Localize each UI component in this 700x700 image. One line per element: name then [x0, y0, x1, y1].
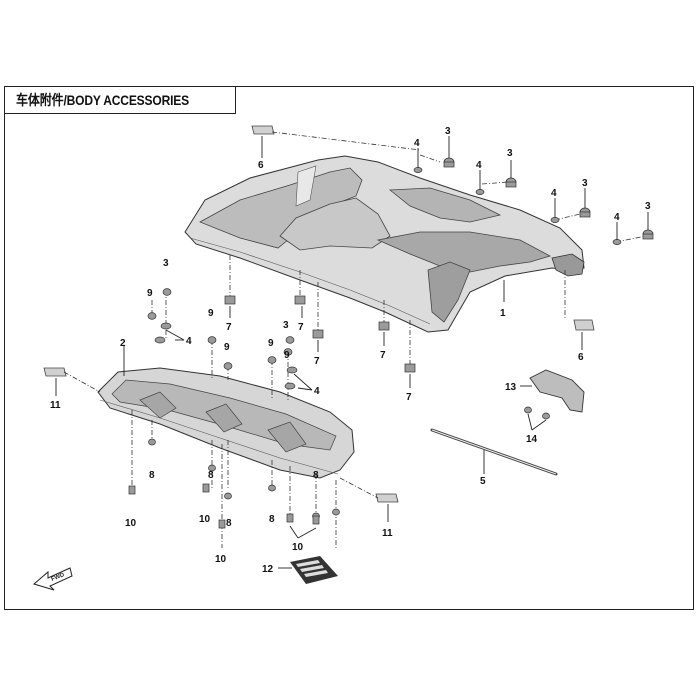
- grille-12: [290, 556, 338, 584]
- pad-6-right: [573, 319, 595, 331]
- callout-4: 4: [551, 188, 557, 199]
- callout-8: 8: [226, 518, 232, 529]
- callout-7: 7: [314, 356, 320, 367]
- callout-1: 1: [500, 308, 506, 319]
- callout-3: 3: [163, 258, 169, 269]
- callout-6: 6: [578, 352, 584, 363]
- callout-6: 6: [258, 160, 264, 171]
- fwd-label: FWD: [51, 572, 67, 583]
- callout-11: 11: [50, 400, 61, 411]
- callout-14: 14: [526, 434, 538, 445]
- callout-3: 3: [645, 201, 651, 212]
- assembly-lines: [63, 131, 647, 548]
- callout-9: 9: [284, 350, 290, 361]
- callout-9: 9: [224, 342, 230, 353]
- callout-7: 7: [406, 392, 412, 403]
- callout-9: 9: [147, 288, 153, 299]
- callout-labels: 1 2 3 3 3 3 3 3 4 4 4 4 4 4 5 6 6 7 7 7 …: [50, 126, 651, 575]
- callout-8: 8: [208, 470, 214, 481]
- callout-3: 3: [582, 178, 588, 189]
- bracket-13: [529, 369, 585, 413]
- diagram-frame: [4, 86, 694, 610]
- callout-7: 7: [298, 322, 304, 333]
- callout-10: 10: [215, 554, 227, 565]
- pad-6-top: [251, 125, 275, 135]
- callout-3: 3: [283, 320, 289, 331]
- leader-lines: [55, 136, 649, 569]
- callout-13: 13: [505, 382, 517, 393]
- callout-9: 9: [268, 338, 274, 349]
- callout-11: 11: [382, 528, 393, 539]
- callout-2: 2: [120, 338, 126, 349]
- callout-3: 3: [507, 148, 513, 159]
- callout-10: 10: [125, 518, 137, 529]
- pad-11-left: [43, 367, 67, 377]
- rear-body-cover: [184, 155, 585, 333]
- title-box: [4, 86, 236, 114]
- callout-9: 9: [208, 308, 214, 319]
- callout-5: 5: [480, 476, 486, 487]
- callout-7: 7: [226, 322, 232, 333]
- callout-10: 10: [292, 542, 304, 553]
- callout-7: 7: [380, 350, 386, 361]
- front-storage-tray: [97, 367, 355, 479]
- callout-10: 10: [199, 514, 211, 525]
- callout-8: 8: [269, 514, 275, 525]
- callout-4: 4: [314, 386, 320, 397]
- callout-4: 4: [476, 160, 482, 171]
- callout-4: 4: [614, 212, 620, 223]
- pad-11-right: [375, 493, 399, 503]
- callout-12: 12: [262, 564, 274, 575]
- callout-3: 3: [445, 126, 451, 137]
- callout-4: 4: [414, 138, 420, 149]
- callout-4: 4: [186, 336, 192, 347]
- fwd-arrow-icon: FWD: [32, 567, 73, 591]
- fasteners: [128, 157, 654, 529]
- diagram-title: 车体附件/BODY ACCESSORIES: [16, 92, 190, 108]
- callout-8: 8: [313, 470, 319, 481]
- callout-8: 8: [149, 470, 155, 481]
